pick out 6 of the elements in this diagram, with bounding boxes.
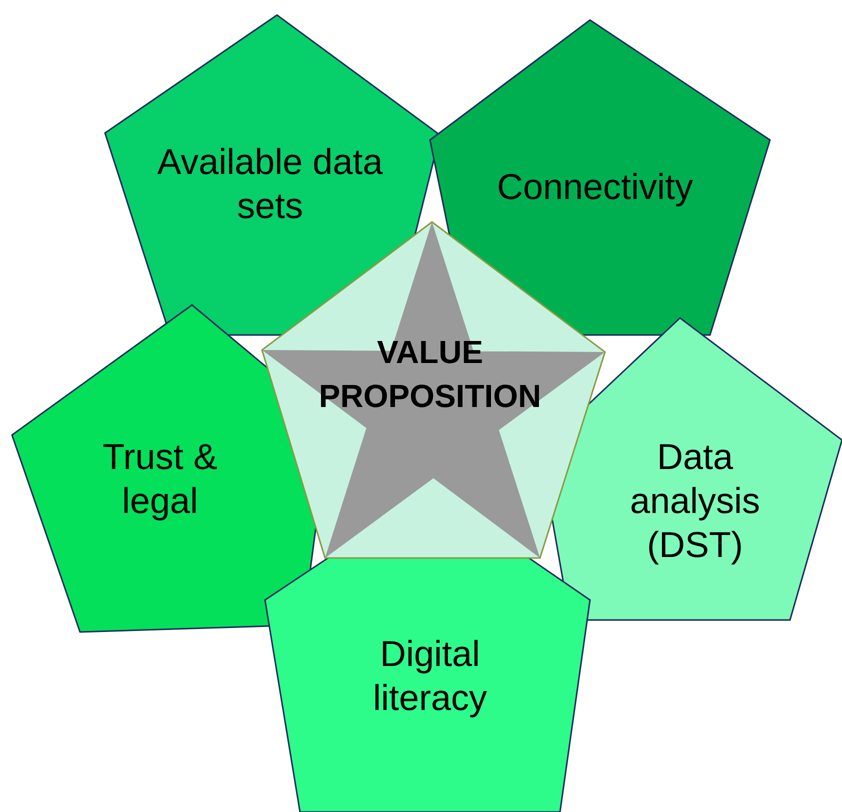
node-label: Data analysis (DST) — [628, 435, 762, 567]
node-label: Connectivity — [496, 165, 694, 209]
node-label: Available data sets — [156, 140, 384, 228]
node-label: Trust & legal — [102, 435, 218, 523]
node-label: VALUE PROPOSITION — [318, 333, 542, 416]
node-label: Digital literacy — [372, 632, 488, 720]
